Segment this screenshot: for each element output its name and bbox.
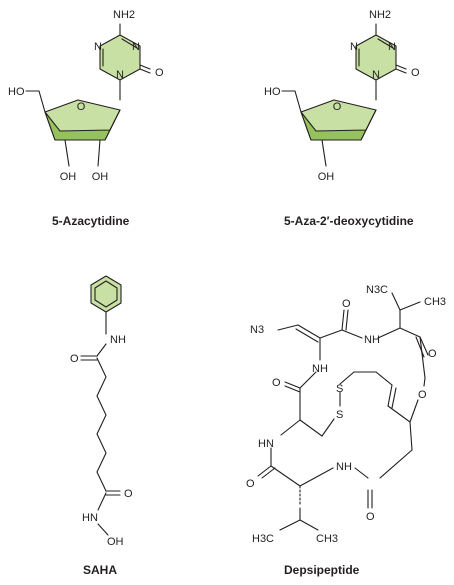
- saha-caption: SAHA: [83, 563, 118, 577]
- depsipeptide-nh3: NH: [336, 461, 352, 473]
- saha-phenyl-ring: [90, 275, 122, 313]
- depsipeptide-caption: Depsipeptide: [284, 563, 360, 577]
- depsipeptide-ch3-top: CH3: [424, 296, 446, 308]
- azacytidine-n-left: N: [94, 41, 102, 53]
- depsipeptide-nh2: NH: [312, 363, 328, 375]
- depsipeptide-hn: HN: [258, 438, 274, 450]
- saha-o-amide: O: [70, 353, 79, 365]
- decitabine-sugar: [300, 99, 377, 141]
- decitabine-o-ring: O: [333, 101, 342, 113]
- depsipeptide-o4: O: [246, 478, 255, 490]
- decitabine-structure: NH2 N N N O HO O OH: [264, 9, 420, 183]
- depsipeptide-o5: O: [366, 511, 375, 523]
- decitabine-n-top: N: [388, 41, 396, 53]
- depsipeptide-h3c: H3C: [252, 533, 274, 545]
- decitabine-oh: OH: [318, 171, 335, 183]
- saha-oh: OH: [107, 536, 124, 548]
- depsipeptide-structure: N3C CH3 N3 O NH O NH O S S O HN O NH O H…: [246, 284, 446, 545]
- azacytidine-oh-left: OH: [60, 171, 77, 183]
- depsipeptide-o1: O: [342, 298, 351, 310]
- decitabine-n-ring: N: [372, 69, 380, 81]
- azacytidine-n-top: N: [132, 41, 140, 53]
- depsipeptide-n3-left: N3: [250, 324, 264, 336]
- depsipeptide-ch3-bottom: CH3: [316, 533, 338, 545]
- azacytidine-caption: 5-Azacytidine: [52, 214, 130, 228]
- azacytidine-o-carbonyl: O: [155, 67, 164, 79]
- decitabine-caption: 5-Aza-2′-deoxycytidine: [284, 214, 414, 228]
- azacytidine-sugar: [44, 99, 121, 141]
- decitabine-ho: HO: [264, 86, 281, 98]
- saha-nh: NH: [110, 334, 126, 346]
- azacytidine-oh-right: OH: [92, 171, 109, 183]
- depsipeptide-n3c: N3C: [366, 284, 388, 296]
- saha-o-hydroxamate: O: [124, 488, 133, 500]
- depsipeptide-nh1: NH: [364, 334, 380, 346]
- azacytidine-structure: NH2 N N N O HO O OH OH: [8, 9, 164, 183]
- depsipeptide-o3: O: [272, 377, 281, 389]
- depsipeptide-s1: S: [336, 383, 343, 395]
- decitabine-nh2: NH2: [369, 9, 391, 21]
- saha-hn: HN: [82, 512, 98, 524]
- depsipeptide-o-ester: O: [418, 389, 427, 401]
- decitabine-o-carbonyl: O: [411, 67, 420, 79]
- saha-structure: NH O O HN OH: [70, 275, 133, 548]
- azacytidine-o-ring: O: [77, 101, 86, 113]
- azacytidine-nh2: NH2: [113, 9, 135, 21]
- azacytidine-n-ring: N: [116, 69, 124, 81]
- azacytidine-ho: HO: [8, 86, 25, 98]
- decitabine-n-left: N: [350, 41, 358, 53]
- depsipeptide-o2: O: [428, 348, 437, 360]
- depsipeptide-s2: S: [336, 409, 343, 421]
- decitabine-triazine-ring: [355, 34, 397, 81]
